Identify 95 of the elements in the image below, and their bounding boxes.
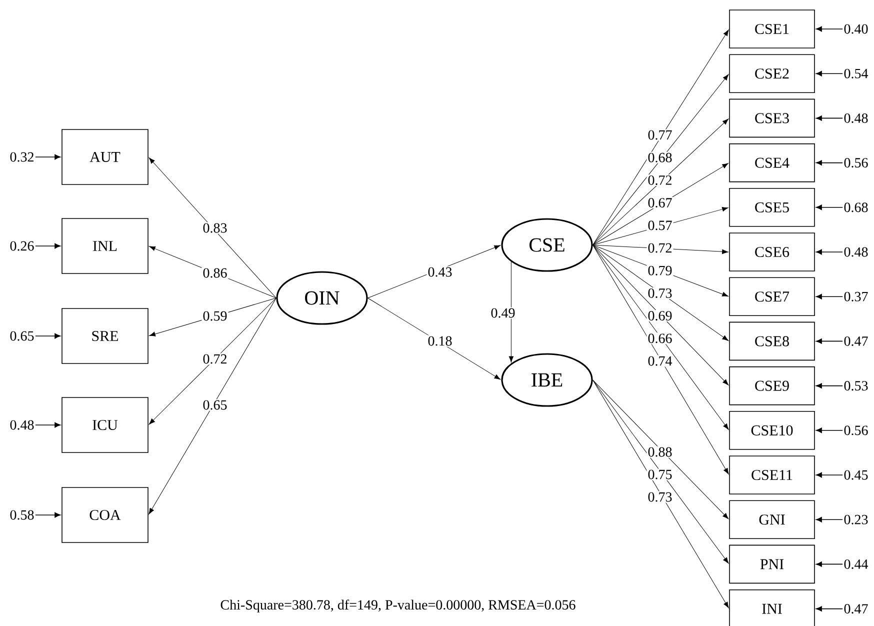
edge-label: 0.49 xyxy=(490,307,516,319)
edge-label: 0.68 xyxy=(646,152,674,164)
arrow xyxy=(35,154,61,160)
error-value: 0.48 xyxy=(844,247,868,257)
edge-label: 0.86 xyxy=(202,267,228,279)
edge-label: 0.72 xyxy=(202,353,228,365)
arrow xyxy=(816,26,843,32)
edge-label: 0.66 xyxy=(646,332,674,344)
error-value: 0.56 xyxy=(844,158,868,168)
arrow xyxy=(816,338,843,344)
arrow xyxy=(592,163,728,246)
edge-label: 0.59 xyxy=(202,310,228,322)
error-value: 0.44 xyxy=(844,559,868,569)
edge-label: 0.43 xyxy=(426,266,454,278)
edge-label: 0.73 xyxy=(646,491,674,503)
error-value: 0.68 xyxy=(844,202,868,212)
edge-label: 0.77 xyxy=(646,129,674,141)
error-value: 0.58 xyxy=(10,510,34,520)
edge-label: 0.79 xyxy=(646,264,674,276)
arrow xyxy=(816,249,843,255)
error-value: 0.47 xyxy=(844,336,868,346)
indicator-box: CSE2 xyxy=(729,54,815,93)
error-value: 0.37 xyxy=(844,292,868,302)
arrow xyxy=(816,116,843,121)
indicator-box: INI xyxy=(729,589,815,626)
arrow xyxy=(508,261,514,362)
error-value: 0.53 xyxy=(844,381,868,391)
arrow xyxy=(35,333,61,339)
edge-label: 0.67 xyxy=(646,197,674,209)
indicator-box: CSE1 xyxy=(729,10,815,48)
arrow xyxy=(592,380,729,520)
arrow xyxy=(592,244,729,430)
arrow xyxy=(816,204,843,210)
indicator-box: CSE8 xyxy=(729,322,815,361)
arrow xyxy=(816,70,843,76)
indicator-box: CSE7 xyxy=(729,277,815,316)
indicator-box: CSE9 xyxy=(729,366,815,406)
arrow xyxy=(816,428,843,434)
arrow xyxy=(816,516,843,522)
error-value: 0.54 xyxy=(844,68,868,78)
arrow xyxy=(35,422,61,428)
edge-label: 0.74 xyxy=(646,355,674,367)
arrow xyxy=(148,298,276,514)
indicator-box: AUT xyxy=(62,129,148,185)
indicator-box: ICU xyxy=(62,397,148,453)
arrow xyxy=(816,562,843,567)
arrow xyxy=(816,383,843,388)
error-value: 0.45 xyxy=(844,470,868,480)
arrow xyxy=(148,158,276,298)
indicator-box: CSE6 xyxy=(729,232,815,272)
indicator-box: CSE3 xyxy=(729,98,815,138)
edge-label: 0.72 xyxy=(646,174,674,186)
indicator-box: CSE4 xyxy=(729,143,815,182)
error-value: 0.40 xyxy=(844,24,868,34)
edge-label: 0.73 xyxy=(646,287,674,299)
edge-label: 0.88 xyxy=(646,446,674,458)
arrow xyxy=(592,244,729,386)
arrow xyxy=(35,512,61,518)
indicator-box: INL xyxy=(62,218,148,274)
error-value: 0.65 xyxy=(10,331,34,341)
arrow xyxy=(592,380,729,564)
indicator-box: CSE11 xyxy=(729,456,815,494)
arrow xyxy=(592,30,729,246)
arrow xyxy=(816,160,843,166)
arrow xyxy=(35,243,61,249)
error-value: 0.48 xyxy=(10,420,34,430)
error-value: 0.32 xyxy=(10,152,34,162)
arrow xyxy=(592,118,729,246)
error-value: 0.26 xyxy=(10,241,34,251)
error-value: 0.48 xyxy=(844,113,868,123)
arrow xyxy=(816,472,843,478)
indicator-box: CSE5 xyxy=(729,188,815,227)
edge-label: 0.18 xyxy=(426,335,454,347)
edge-label: 0.75 xyxy=(646,468,674,480)
edge-label: 0.57 xyxy=(646,220,674,232)
indicator-box: CSE10 xyxy=(729,411,815,450)
error-value: 0.23 xyxy=(844,514,868,524)
arrow xyxy=(592,74,729,246)
arrow xyxy=(816,606,843,612)
edge-label: 0.83 xyxy=(202,222,228,234)
indicator-box: COA xyxy=(62,487,148,543)
arrow xyxy=(148,298,276,424)
error-value: 0.47 xyxy=(844,604,868,614)
indicator-box: PNI xyxy=(729,544,815,584)
arrow xyxy=(592,244,728,341)
arrow xyxy=(592,244,729,474)
error-value: 0.56 xyxy=(844,426,868,436)
arrow xyxy=(592,380,729,608)
arrow xyxy=(816,294,843,300)
caption: Chi-Square=380.78, df=149, P-value=0.00000, RMSEA=0.056 xyxy=(220,600,576,612)
edge-label: 0.69 xyxy=(646,310,674,322)
edge-label: 0.72 xyxy=(646,242,674,254)
indicator-box: GNI xyxy=(729,500,815,539)
indicator-box: SRE xyxy=(62,308,148,364)
edge-label: 0.65 xyxy=(202,399,228,411)
